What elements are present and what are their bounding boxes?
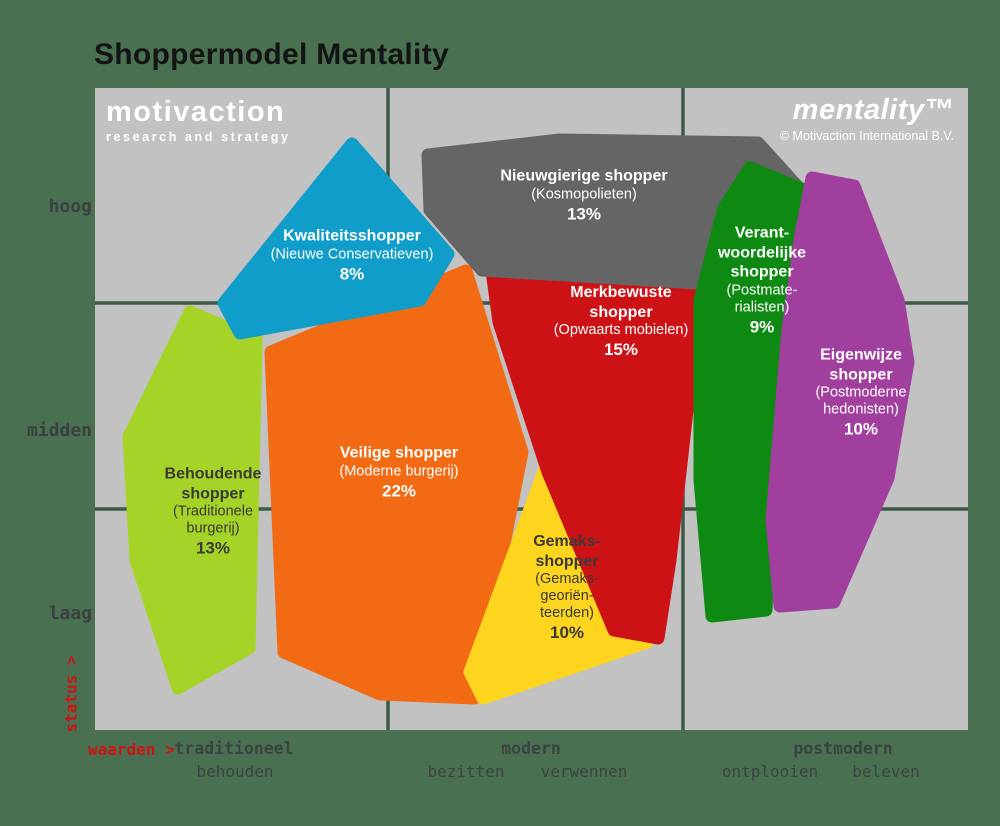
mentality-copyright: © Motivaction International B.V. [779, 129, 954, 143]
value-label-beleven: beleven [852, 762, 920, 781]
segment-shape-veilige-shopper [264, 264, 529, 705]
y-tick-midden: midden [26, 420, 92, 441]
waarden-axis-label: waarden > [88, 740, 175, 759]
column-label-traditioneel: traditioneel [174, 739, 294, 758]
value-label-ontplooien: ontplooien [721, 762, 819, 781]
motivaction-logo-subtitle: research and strategy [106, 130, 291, 144]
column-label-postmodern: postmodern [793, 739, 893, 758]
page-title: Shoppermodel Mentality [94, 38, 449, 71]
value-label-bezitten: bezitten [427, 762, 505, 781]
segment-shape-kwaliteitsshopper [217, 137, 455, 340]
status-axis-label: status > [61, 655, 81, 733]
motivaction-logo-title: motivaction [106, 96, 286, 128]
motivaction-logo: motivaction research and strategy [106, 98, 291, 144]
y-tick-hoog: hoog [48, 196, 92, 217]
segment-shape-behoudende-shopper [122, 305, 263, 695]
mentality-logo-title: mentality™ [792, 94, 954, 126]
mentality-logo: mentality™ © Motivaction International B… [780, 96, 954, 143]
value-label-behouden: behouden [196, 762, 274, 781]
column-label-modern: modern [501, 739, 561, 758]
segments-layer [122, 133, 915, 705]
value-label-verwennen: verwennen [540, 762, 628, 781]
y-tick-laag: laag [48, 603, 92, 624]
segment-shape-eigenwijze-shopper [765, 171, 915, 613]
